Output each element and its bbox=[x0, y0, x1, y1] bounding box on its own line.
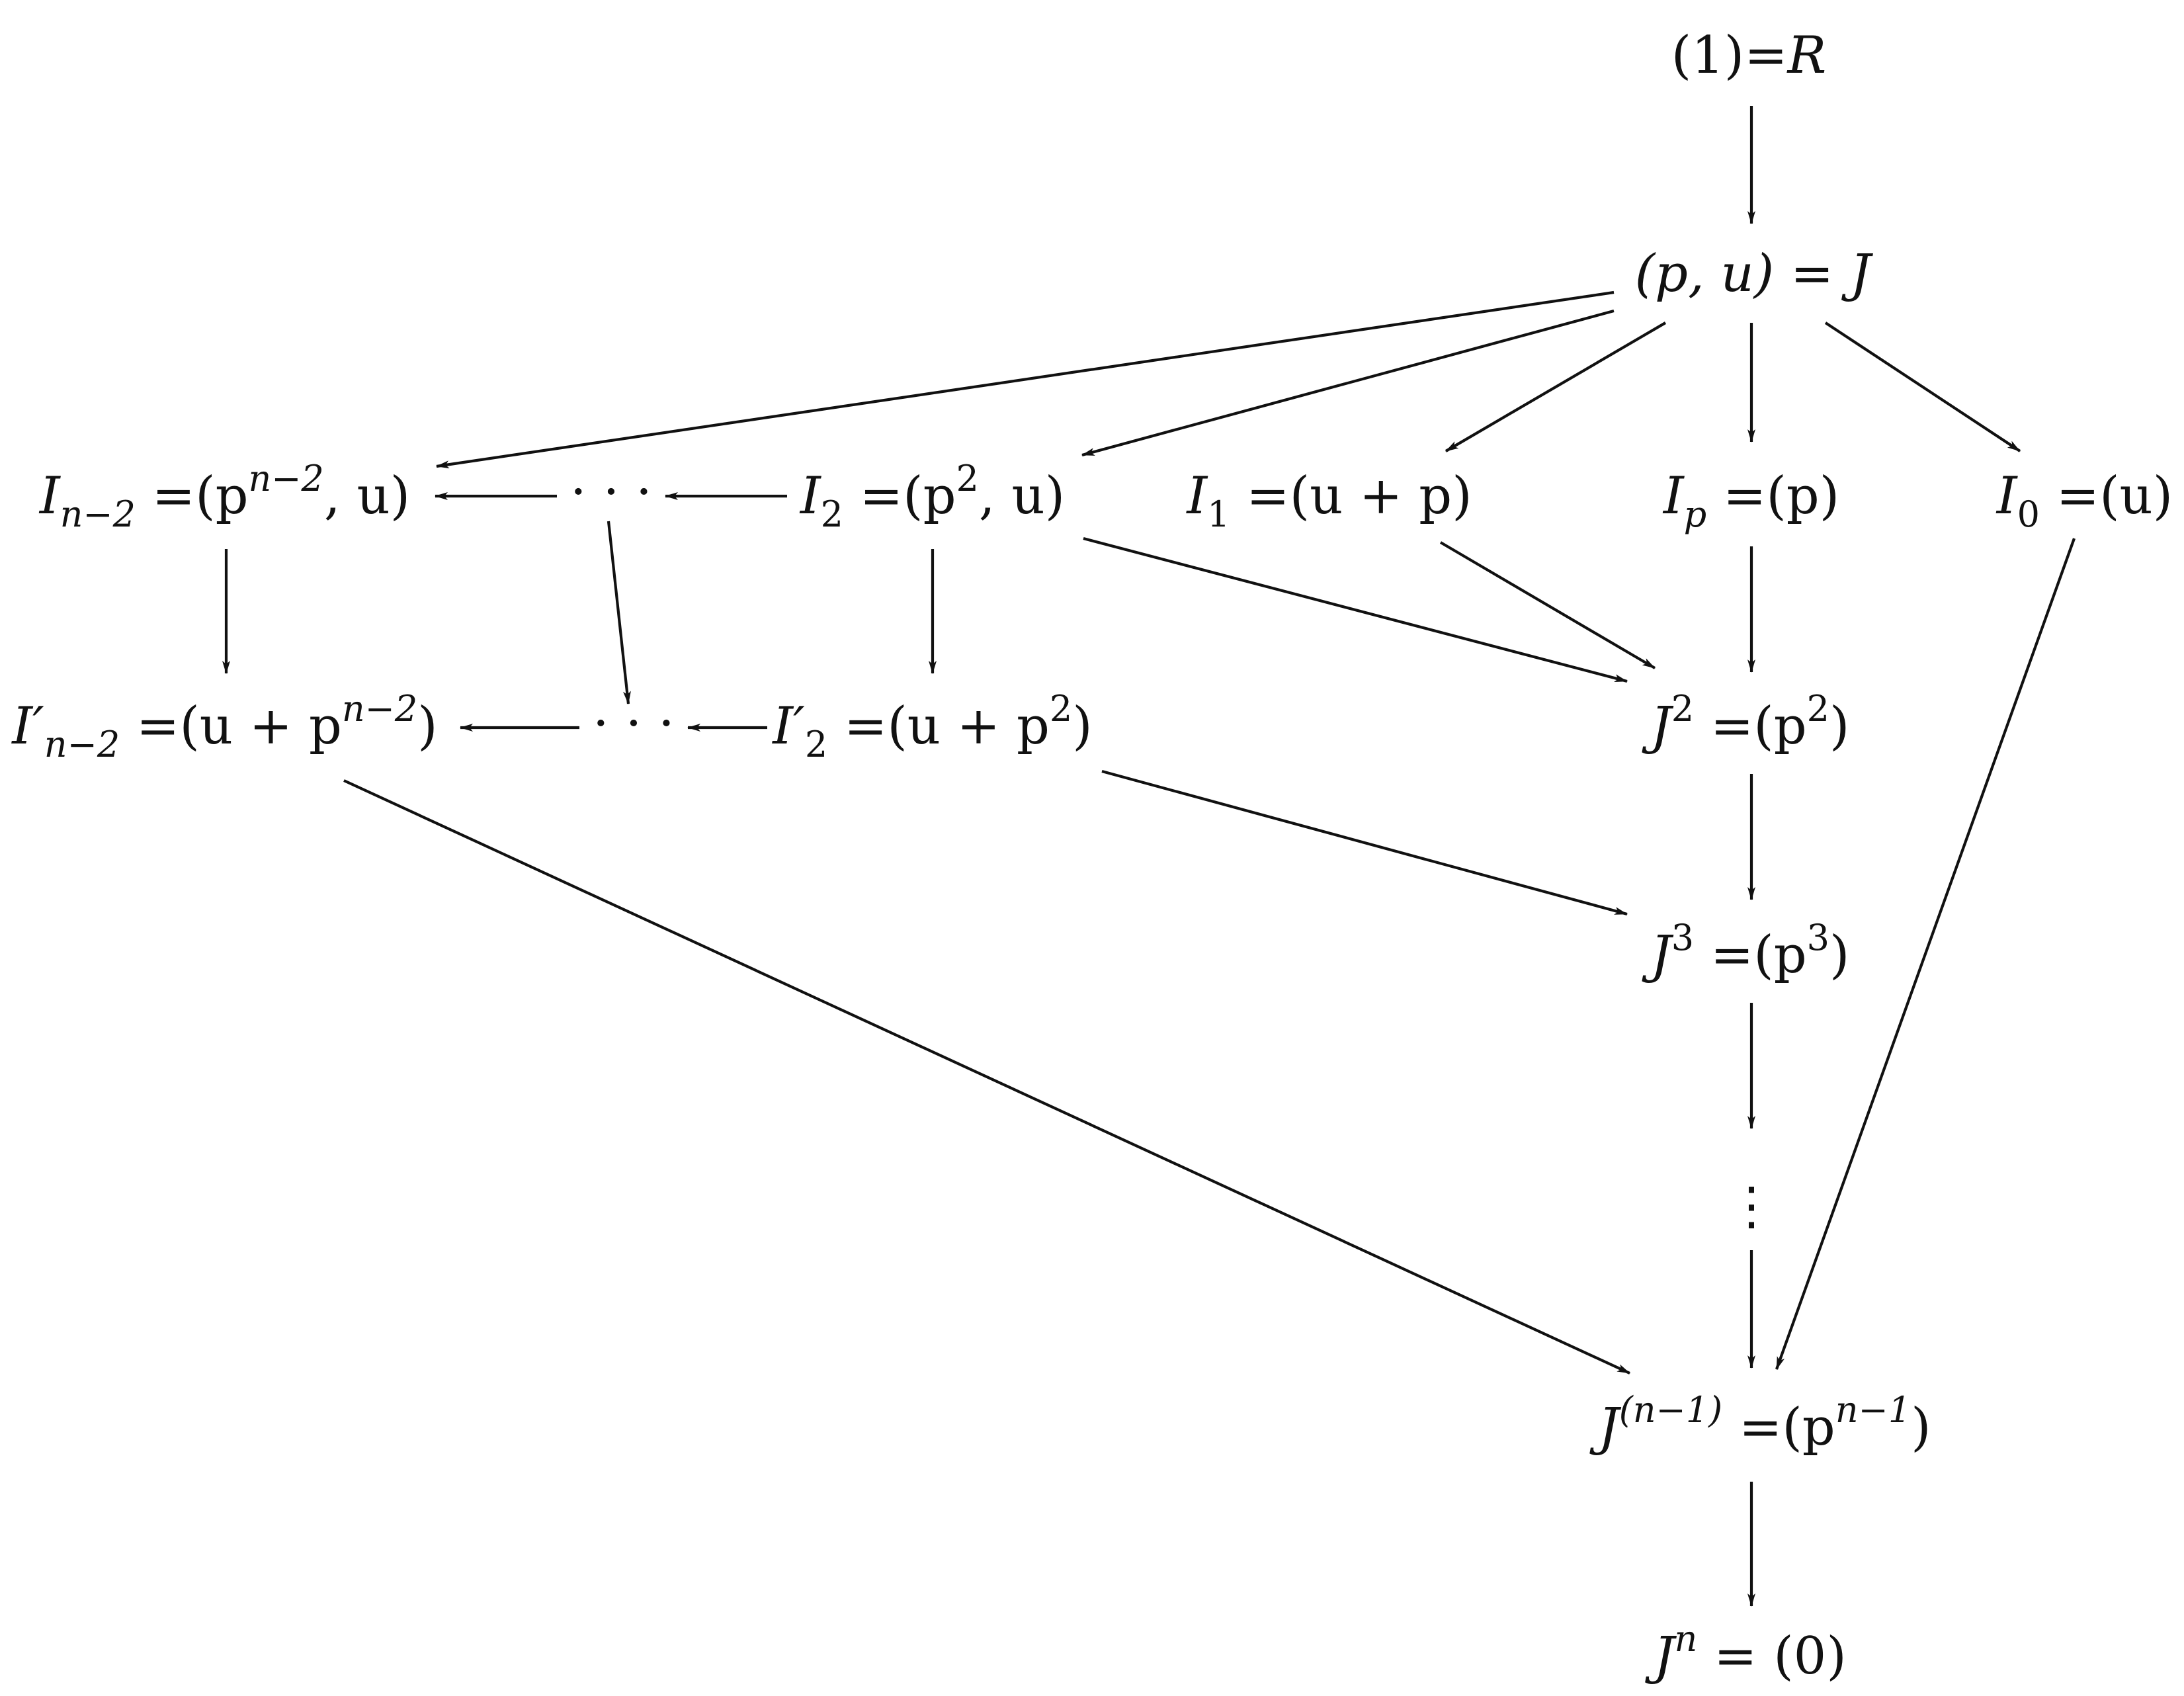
edge-J-In2 bbox=[436, 290, 1615, 469]
node-Jn1: J(n−1) =(pn−1) bbox=[1589, 1389, 1931, 1457]
edge-J-I2 bbox=[1081, 309, 1615, 457]
node-J3: J3 =(p3) bbox=[1642, 917, 1850, 985]
node-I1: I1 =(u + p) bbox=[1185, 466, 1472, 535]
edge-I1-J2 bbox=[1439, 541, 1656, 669]
edge-I0-Jn1 bbox=[1775, 538, 2076, 1370]
node-R: (1)=R bbox=[1671, 26, 1827, 85]
dots-vertical: ⋮ bbox=[1726, 1177, 1777, 1236]
node-I0: I0 =(u) bbox=[1995, 466, 2173, 535]
node-In2-prime: I′n−2 =(u + pn−2) bbox=[11, 688, 437, 765]
node-I2: I2 =(p2, u) bbox=[799, 458, 1065, 535]
node-J: (p, u) = J bbox=[1635, 244, 1874, 304]
edge-In2p-Jn1 bbox=[343, 779, 1630, 1375]
edge-J-I0 bbox=[1824, 321, 2021, 452]
edges bbox=[222, 106, 2076, 1607]
node-J2: J2 =(p2) bbox=[1642, 688, 1850, 756]
edge-J-I1 bbox=[1445, 321, 1667, 452]
nodes: (1)=R (p, u) = J In−2 =(pn−2, u) I2 =(p2… bbox=[11, 26, 2173, 1686]
edge-I2p-J3 bbox=[1101, 769, 1628, 916]
node-Ip: Ip =(p) bbox=[1662, 466, 1839, 535]
node-Jn: Jn = (0) bbox=[1644, 1618, 1847, 1686]
edge-dots-dots bbox=[607, 521, 631, 704]
edge-I2-J2 bbox=[1083, 536, 1628, 683]
dots-mid-row: · · · bbox=[593, 694, 675, 753]
node-In2: In−2 =(pn−2, u) bbox=[38, 458, 410, 535]
node-I2-prime: I′2 =(u + p2) bbox=[771, 688, 1092, 765]
dots-top-row: · · · bbox=[570, 462, 652, 522]
